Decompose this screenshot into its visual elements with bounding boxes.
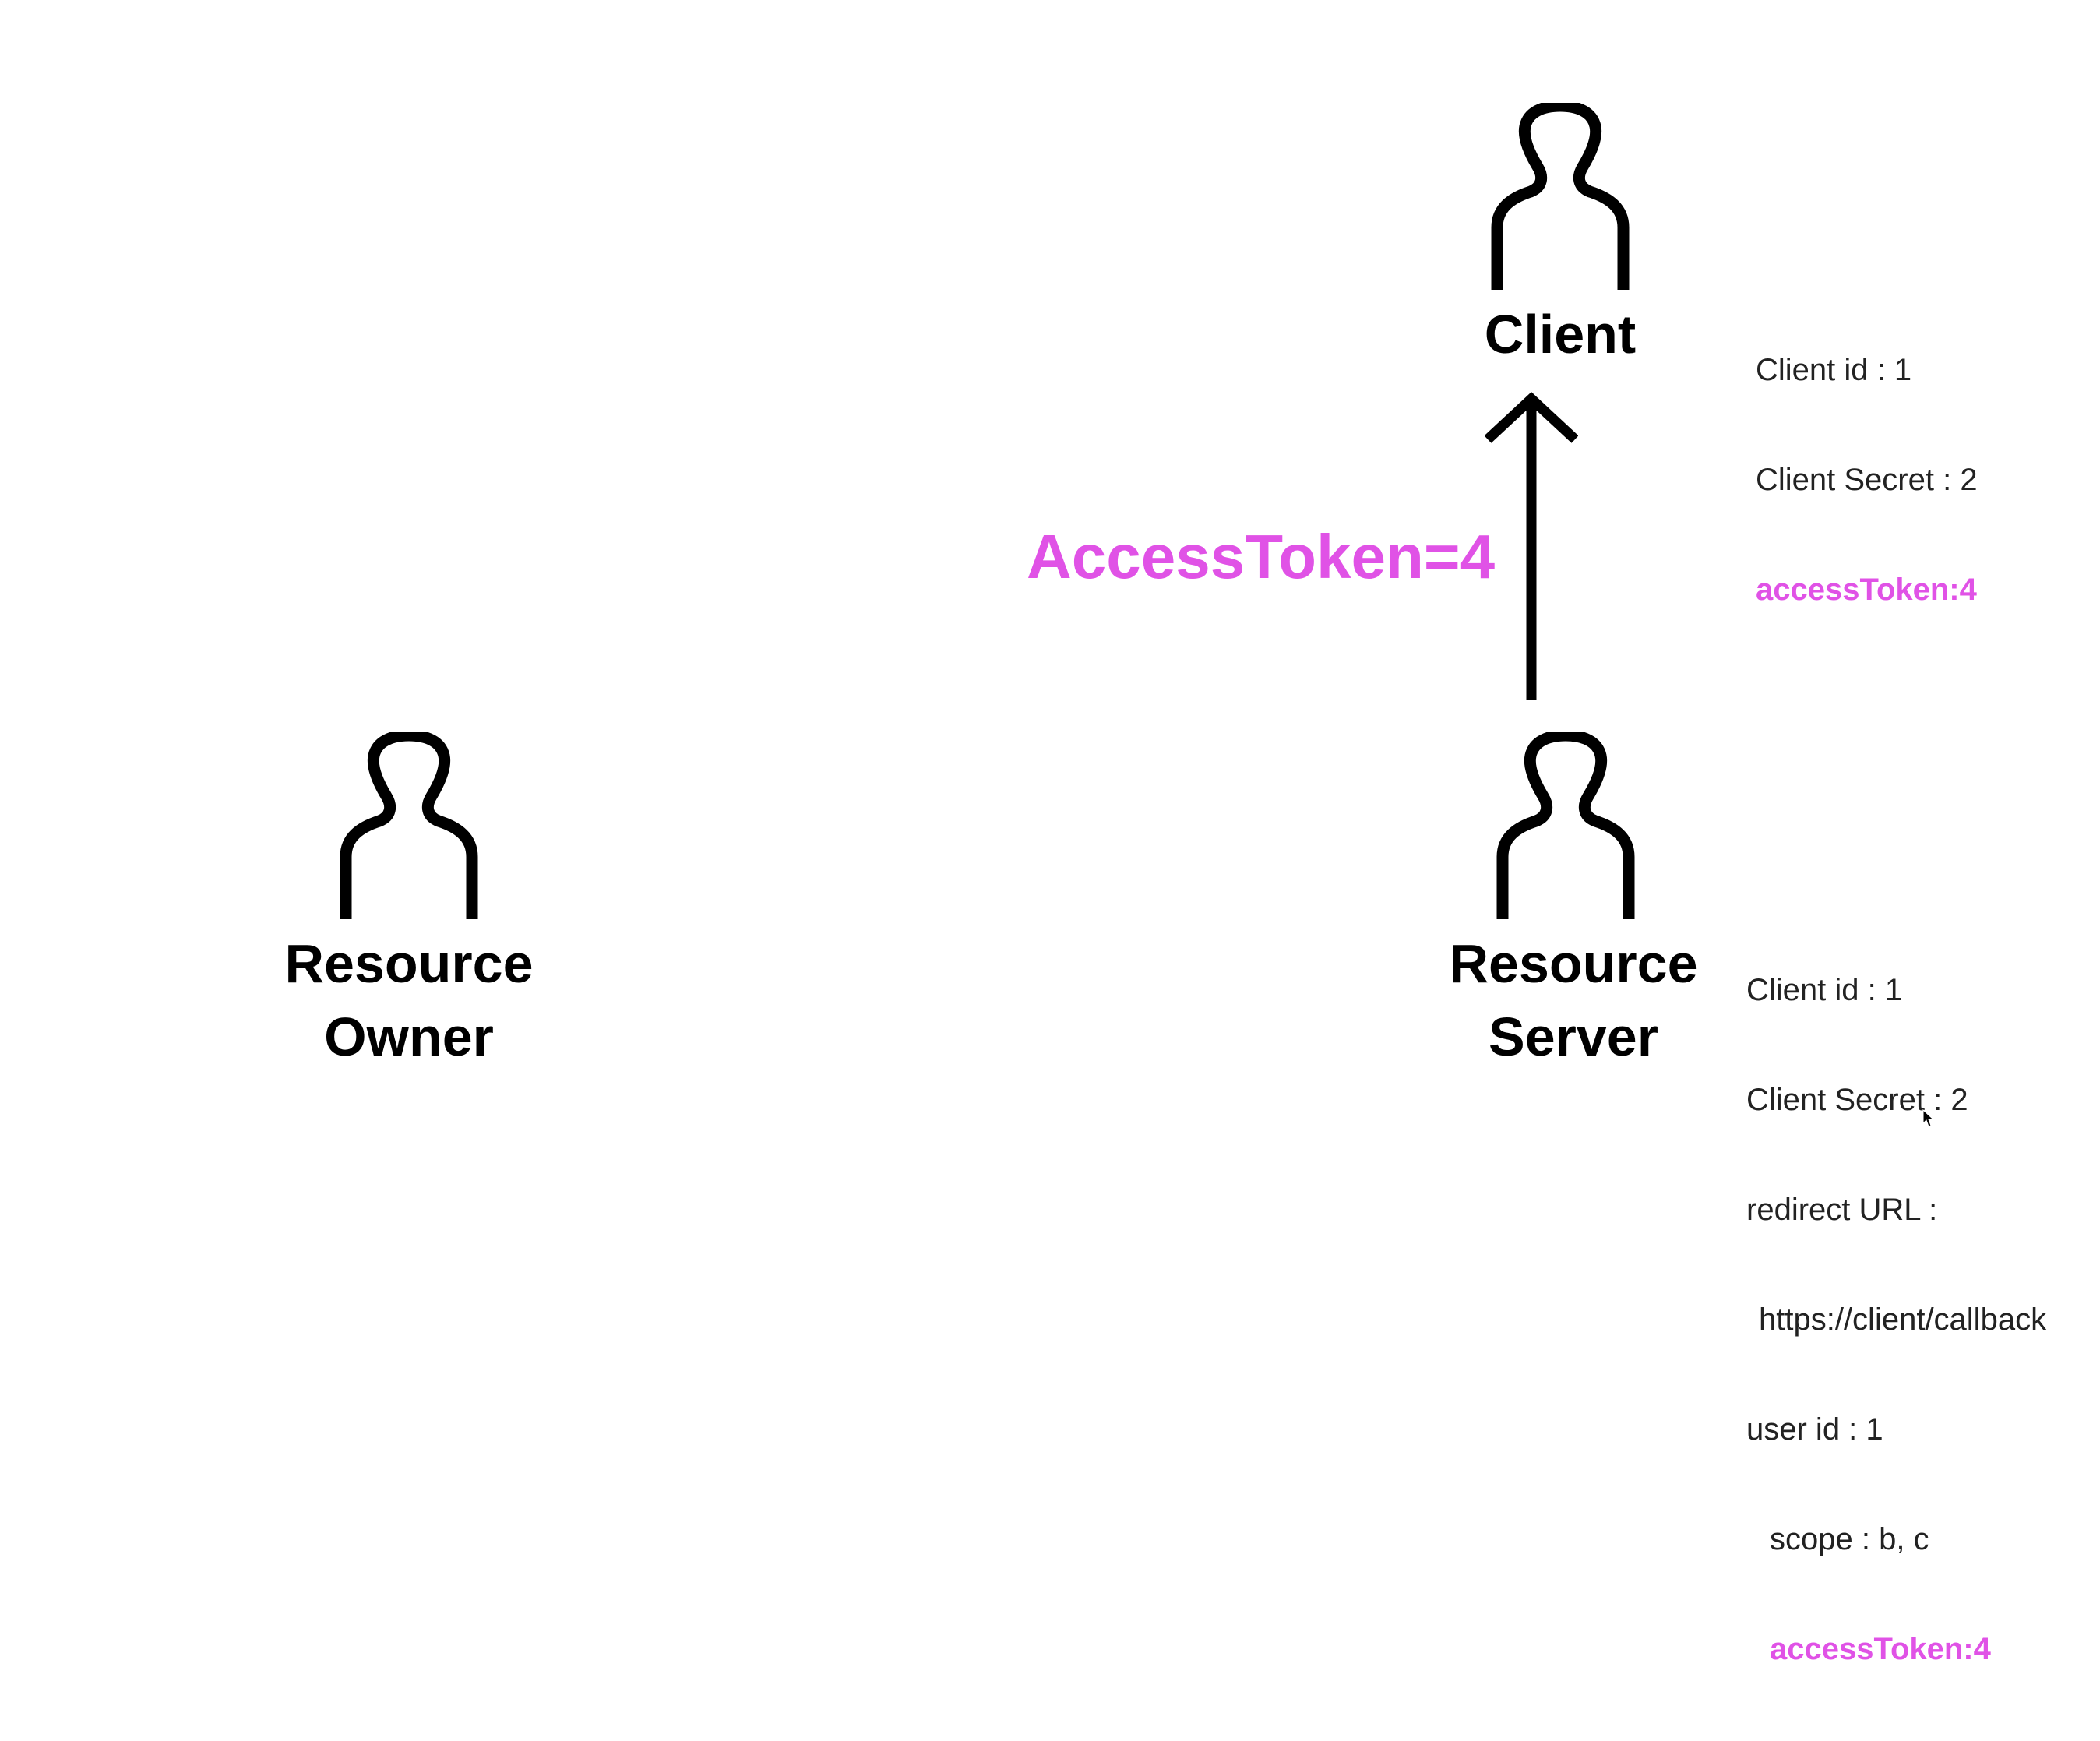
user-id-text: user id : 1 [1746, 1412, 1883, 1447]
resource-server-label: Resource Server [1449, 933, 1698, 1067]
scope-text: scope : b, c [1770, 1522, 1929, 1556]
diagram-canvas: Client Client id : 1 Client Secret : 2 a… [284, 103, 2046, 1666]
client-label: Client [1484, 304, 1637, 365]
redirect-url-value: https://client/callback [1759, 1302, 2047, 1337]
server-client-secret-text: Client Secret : 2 [1746, 1083, 1968, 1117]
resource-owner-label: Resource Owner [284, 933, 534, 1067]
resource-owner-person-icon [340, 732, 478, 919]
server-access-token-text: accessToken:4 [1770, 1632, 1991, 1666]
client-info-panel: Client id : 1 Client Secret : 2 accessTo… [1756, 279, 1978, 682]
client-id-text: Client id : 1 [1756, 353, 1912, 387]
resource-server-person-icon [1496, 732, 1635, 919]
server-client-id-text: Client id : 1 [1746, 973, 1903, 1007]
server-info-panel: Client id : 1 Client Secret : 2 redirect… [1746, 899, 2046, 1741]
client-secret-text: Client Secret : 2 [1756, 463, 1978, 497]
access-token-flow-label: AccessToken=4 [1027, 522, 1496, 591]
client-access-token-text: accessToken:4 [1756, 573, 1977, 607]
redirect-url-label: redirect URL : [1746, 1193, 1938, 1227]
access-token-arrow [1485, 392, 1578, 700]
client-person-icon [1491, 103, 1630, 290]
mouse-cursor-icon [1922, 1109, 1935, 1127]
